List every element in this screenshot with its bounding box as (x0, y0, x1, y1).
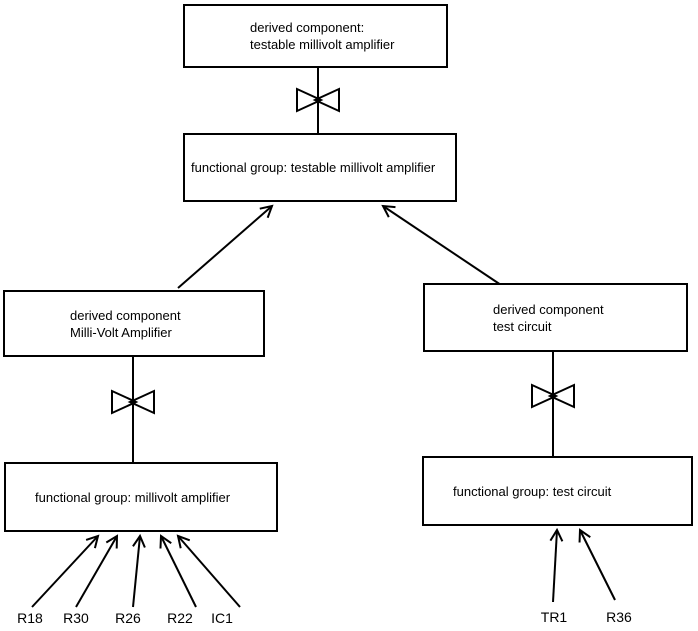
bowtie-icon-top (296, 87, 340, 113)
leaf-label-tr1: TR1 (540, 609, 568, 625)
bowtie-icon-left (111, 389, 155, 415)
arrow-r30 (75, 534, 119, 608)
node-label-line: derived component: (250, 20, 365, 35)
node-derived-testable-millivolt-amplifier: derived component: testable millivolt am… (183, 4, 448, 68)
leaf-label-r26: R26 (115, 610, 141, 626)
leaf-label-r36: R36 (606, 609, 632, 625)
leaf-label-r30: R30 (63, 610, 89, 626)
node-label-line: functional group: test circuit (453, 483, 612, 499)
bowtie-icon-right (531, 383, 575, 409)
node-label-line: functional group: testable millivolt amp… (191, 160, 436, 175)
leaf-label-ic1: IC1 (211, 610, 233, 626)
arrow-left-derived-to-top-functional (177, 204, 274, 289)
leaf-label-r22: R22 (167, 610, 193, 626)
node-functional-group-millivolt-amplifier: functional group: millivolt amplifier (4, 462, 278, 532)
node-derived-test-circuit: derived component test circuit (423, 283, 688, 352)
node-derived-milli-volt-amplifier: derived component Milli-Volt Amplifier (3, 290, 265, 357)
arrow-right-derived-to-top-functional (381, 204, 502, 286)
arrow-ic1 (176, 534, 241, 608)
node-label-line: derived component (493, 301, 604, 317)
node-functional-group-testable-millivolt-amplifier: functional group: testable millivolt amp… (183, 133, 457, 202)
node-label-line: testable millivolt amplifier (250, 37, 395, 52)
arrow-r22 (159, 534, 197, 608)
arrow-r26 (132, 533, 146, 608)
node-label-line: test circuit (493, 318, 552, 334)
node-label-line: derived component (70, 307, 181, 323)
arrow-r18 (31, 534, 100, 608)
node-functional-group-test-circuit: functional group: test circuit (422, 456, 693, 526)
leaf-label-r18: R18 (17, 610, 43, 626)
arrow-r36 (578, 528, 616, 601)
node-label-line: Milli-Volt Amplifier (70, 324, 172, 340)
arrow-tr1 (549, 527, 564, 603)
node-label-line: functional group: millivolt amplifier (35, 489, 231, 505)
